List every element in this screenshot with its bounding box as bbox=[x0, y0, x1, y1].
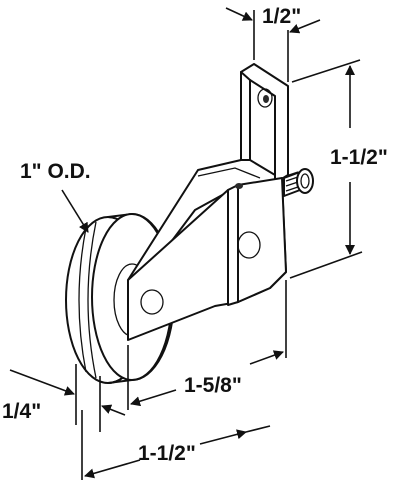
label-height: 1-1/2" bbox=[330, 146, 388, 169]
dimension-axle-to-edge bbox=[127, 280, 287, 410]
leader-outer-diameter bbox=[61, 189, 89, 233]
dimension-overall-length bbox=[81, 410, 271, 480]
label-outer-diameter: 1" O.D. bbox=[20, 160, 91, 183]
label-wheel-width: 1/4" bbox=[2, 400, 41, 423]
adjustment-screw bbox=[283, 168, 314, 197]
dimension-wheel-width bbox=[9, 364, 126, 432]
dimension-height bbox=[289, 59, 363, 279]
label-overall-length: 1-1/2" bbox=[138, 442, 196, 465]
label-half-inch: 1/2" bbox=[262, 5, 301, 28]
dimension-half-inch bbox=[225, 7, 321, 82]
mounting-bracket bbox=[127, 63, 289, 341]
label-axle-to-edge: 1-5/8" bbox=[184, 374, 242, 397]
